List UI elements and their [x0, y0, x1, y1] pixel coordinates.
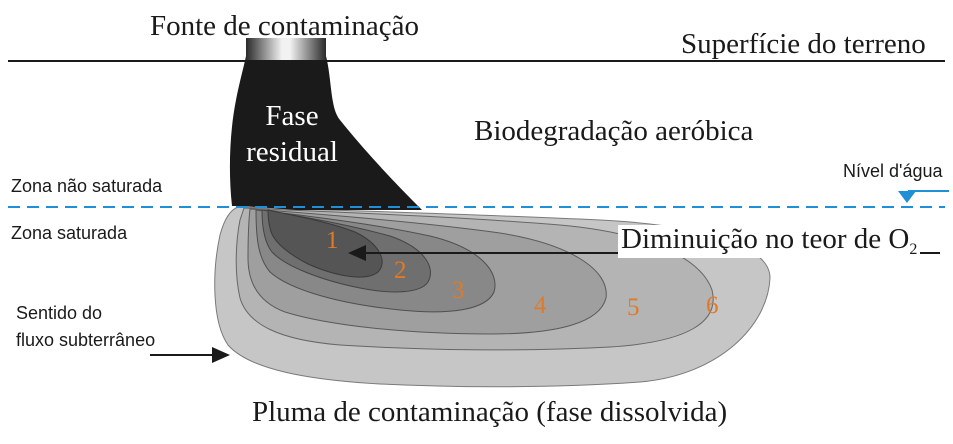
plume-zone-1: [267, 209, 383, 278]
water-level-label: Nível d'água: [843, 161, 943, 181]
oxygen-text: Diminuição no teor de O: [621, 223, 910, 255]
zone-number-3: 3: [452, 277, 465, 304]
zone-number-5: 5: [627, 294, 640, 321]
aerobic-label: Biodegradação aeróbica: [474, 115, 754, 147]
plume-label: Pluma de contaminação (fase dissolvida): [252, 396, 728, 428]
flow-direction-label-line1: Sentido do: [16, 303, 103, 323]
residual-phase-label-line1: Fase: [265, 100, 319, 132]
unsaturated-zone-label: Zona não saturada: [11, 176, 163, 196]
zone-number-4: 4: [534, 292, 547, 319]
residual-phase-label-line2: residual: [246, 136, 338, 168]
flow-direction-label-line2: fluxo subterrâneo: [16, 330, 156, 350]
flow-arrow-head-icon: [212, 347, 230, 363]
residual-phase-body: [229, 56, 422, 210]
source-label: Fonte de contaminação: [150, 10, 419, 42]
oxygen-decrease-label: Diminuição no teor de O2: [618, 223, 921, 258]
zone-number-2: 2: [394, 257, 407, 284]
zone-number-6: 6: [706, 292, 719, 319]
oxygen-subscript: 2: [909, 241, 918, 258]
contamination-source: [246, 38, 326, 60]
saturated-zone-label: Zona saturada: [11, 223, 128, 243]
surface-label: Superfície do terreno: [681, 28, 926, 60]
zone-number-1: 1: [326, 227, 339, 254]
water-level-marker-icon: [898, 191, 916, 203]
oxygen-arrow-head-icon: [348, 245, 366, 261]
